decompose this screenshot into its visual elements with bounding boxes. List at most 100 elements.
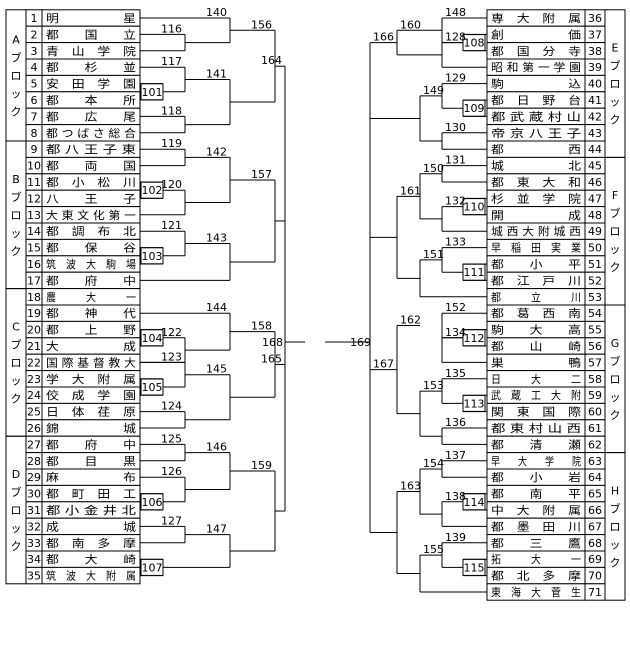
team-number: 49: [588, 225, 602, 238]
team-number: 48: [588, 209, 602, 222]
game-number: 126: [161, 465, 182, 478]
team-name: 城 北: [491, 160, 581, 173]
game-number: 164: [261, 54, 282, 67]
team-name: 国 際 基 督 教 大: [46, 355, 136, 369]
team-number: 24: [27, 389, 41, 402]
team-name: 青 山 学 院: [46, 44, 136, 58]
game-number: 115: [464, 561, 485, 574]
team-name: 都 東 大 和: [491, 175, 581, 189]
team-number: 37: [588, 28, 602, 41]
game-number: 162: [400, 314, 421, 327]
game-number: 136: [445, 416, 466, 429]
team-name: 学 大 附 属: [46, 372, 136, 386]
team-name: 麻 布: [46, 470, 136, 484]
team-number: 13: [27, 209, 41, 222]
game-number: 118: [161, 104, 182, 117]
game-number: 101: [142, 86, 163, 99]
game-number: 169: [350, 336, 371, 349]
team-number: 46: [588, 176, 602, 189]
game-number: 137: [445, 449, 466, 462]
game-number: 107: [142, 561, 163, 574]
game-box: [140, 558, 164, 576]
team-name: 都 両 国: [46, 160, 136, 173]
team-number: 18: [27, 291, 41, 304]
team-name: 都 つ ば さ 総 合: [46, 126, 136, 140]
game-number: 167: [373, 358, 394, 371]
team-name: 都 町 田 工: [46, 488, 136, 501]
team-number: 54: [588, 307, 602, 320]
team-name: 筑 波 大 附 属: [46, 569, 136, 583]
team-name: 早 大 学 院: [491, 454, 581, 468]
game-number: 155: [423, 543, 444, 556]
team-name: 都 東 村 山 西: [491, 421, 581, 435]
team-name: 錦 城: [46, 421, 136, 435]
game-number: 103: [142, 250, 163, 263]
game-number: 133: [445, 236, 466, 249]
game-number: 117: [161, 55, 182, 68]
game-number: 134: [445, 326, 466, 339]
game-number: 158: [251, 320, 272, 333]
game-number: 119: [161, 137, 182, 150]
team-number: 5: [31, 78, 38, 91]
team-number: 19: [27, 307, 41, 320]
team-number: 43: [588, 127, 602, 140]
team-name-cell: [41, 566, 141, 585]
team-number: 31: [27, 504, 41, 517]
team-number: 34: [27, 553, 41, 566]
team-name: 都 墨 田 川: [491, 520, 581, 533]
team-number: 33: [27, 537, 41, 550]
team-name: 都 立 川: [491, 290, 581, 304]
team-number: 62: [588, 438, 602, 451]
team-name: 都 国 分 寺: [491, 45, 581, 58]
team-number: 12: [27, 192, 41, 205]
game-number: 159: [251, 459, 272, 472]
game-box: [140, 493, 164, 511]
team-number: 66: [588, 504, 602, 517]
team-number: 53: [588, 291, 602, 304]
team-number: 41: [588, 94, 602, 107]
team-number: 27: [27, 438, 41, 451]
game-number: 112: [464, 332, 485, 345]
game-box: [140, 181, 164, 199]
team-name: 駒 込: [491, 78, 581, 91]
team-name: 関 東 国 際: [491, 406, 581, 419]
team-name: 中 大 附 属: [491, 503, 581, 517]
game-number: 130: [445, 121, 466, 134]
team-name: 都 南 平: [491, 488, 581, 501]
team-number: 15: [27, 242, 41, 255]
team-number: 47: [588, 192, 602, 205]
game-box: [140, 378, 164, 396]
team-name: 成 城: [46, 520, 136, 533]
team-number: 6: [31, 94, 38, 107]
game-number: 146: [206, 441, 227, 454]
team-number: 68: [588, 537, 602, 550]
team-name: 都 葛 西 南: [491, 307, 581, 320]
team-name: 武 蔵 工 大 附: [491, 388, 581, 402]
team-number: 28: [27, 455, 41, 468]
team-number: 59: [588, 389, 602, 402]
game-number: 144: [206, 301, 227, 314]
game-number: 161: [400, 184, 421, 197]
team-number: 4: [31, 61, 38, 74]
team-name: 日 体 荏 原: [46, 405, 136, 419]
team-number: 17: [27, 274, 41, 287]
team-name: 都 西: [491, 143, 581, 156]
game-number: 129: [445, 72, 466, 85]
team-number: 64: [588, 471, 602, 484]
team-name: 都 本 所: [46, 93, 136, 107]
game-number: 166: [373, 31, 394, 44]
team-name: 都 国 立: [46, 27, 136, 41]
team-name: 都 保 谷: [46, 241, 136, 255]
game-number: 116: [161, 22, 182, 35]
team-number: 42: [588, 110, 602, 123]
team-name: 杉 並 学 院: [491, 191, 581, 205]
team-number: 22: [27, 356, 41, 369]
team-number: 63: [588, 455, 602, 468]
game-box: [462, 493, 486, 511]
team-name: 安 田 学 園: [46, 77, 136, 91]
